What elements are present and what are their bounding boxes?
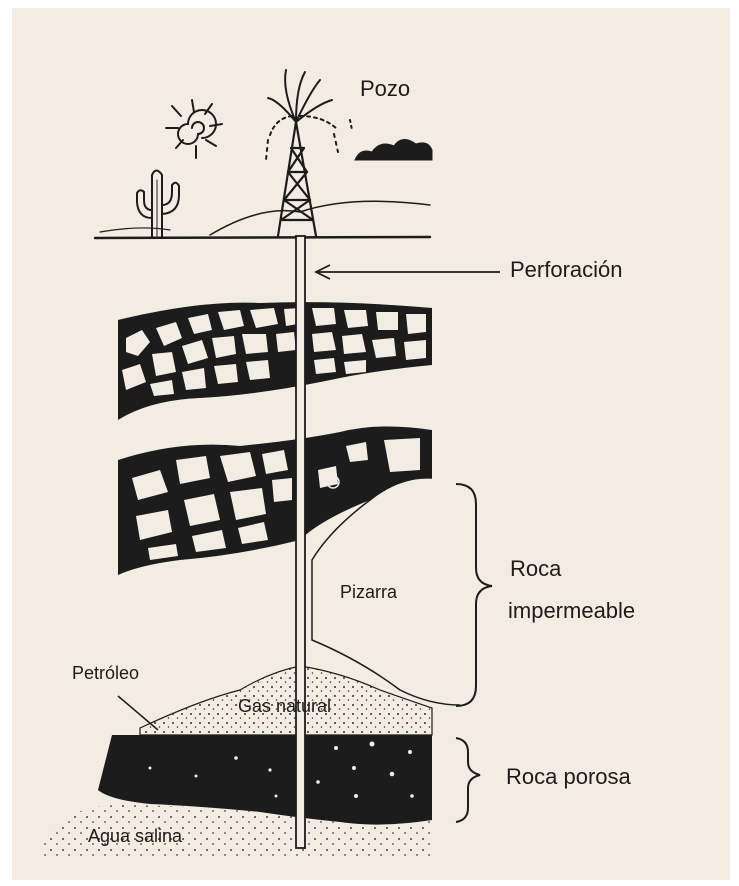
well-label: Pozo [360,76,410,102]
hill [210,201,430,235]
middle-rock-layer [118,426,432,575]
drilling-arrow [316,265,500,279]
cloud-icon [355,139,432,160]
ground-line [95,237,430,238]
shale-label: Pizarra [340,582,397,603]
natural-gas-label: Gas natural [238,696,331,717]
drilling-label: Perforación [510,257,623,283]
oil-leader-line [118,696,158,730]
sun-icon [166,100,222,158]
derrick-icon [278,122,316,236]
gusher-spray [266,70,352,160]
upper-rock-layer [118,302,432,420]
porous-rock-brace [456,738,480,822]
impermeable-rock-label-line1: Roca [510,556,561,582]
salt-water-label: Agua salina [88,826,182,847]
drill-pipe [296,236,305,848]
oil-label: Petróleo [72,663,139,684]
impermeable-rock-label-line2: impermeable [508,598,635,624]
impermeable-rock-brace [456,484,492,706]
porous-rock-label: Roca porosa [506,764,631,790]
